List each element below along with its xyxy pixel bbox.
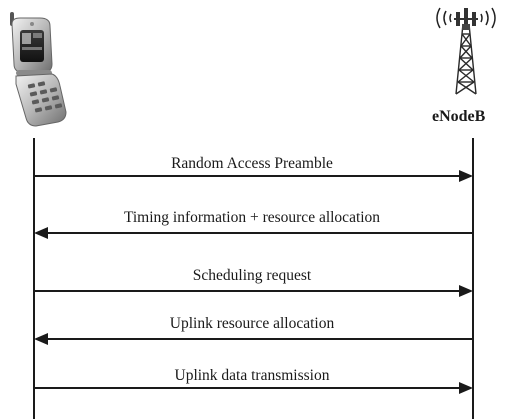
- message-label: Uplink resource allocation: [169, 315, 335, 332]
- enodeb-lifeline: [472, 138, 474, 419]
- ue-lifeline: [33, 138, 35, 419]
- message-label: Scheduling request: [192, 267, 312, 284]
- enodeb-label: eNodeB: [432, 108, 486, 125]
- message-arrow-enodeb-to-ue: [34, 227, 473, 239]
- enodeb-participant: eNodeB: [420, 0, 512, 140]
- message-arrow-enodeb-to-ue: [34, 333, 473, 345]
- message-arrow-ue-to-enodeb: [34, 285, 473, 297]
- message-arrow-ue-to-enodeb: [34, 382, 473, 394]
- message-label: Uplink data transmission: [174, 367, 330, 384]
- mobile-phone-icon: [10, 12, 67, 127]
- ue-participant: [0, 0, 80, 130]
- message-label: Timing information + resource allocation: [123, 209, 381, 226]
- message-label: Random Access Preamble: [171, 155, 333, 172]
- message-arrow-ue-to-enodeb: [34, 170, 473, 182]
- cell-tower-icon: [436, 7, 496, 95]
